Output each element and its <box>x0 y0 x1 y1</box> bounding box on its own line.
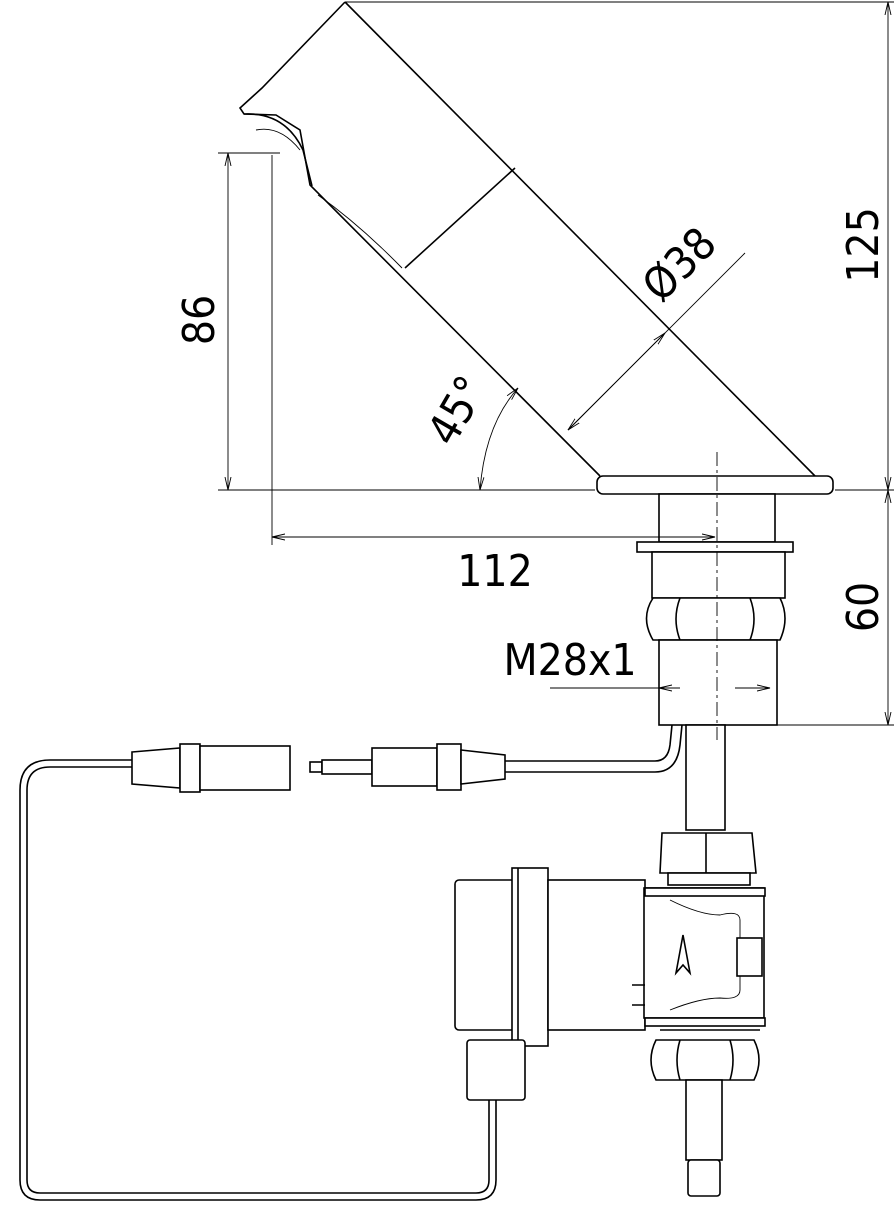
dim-projection: 112 <box>457 546 533 597</box>
sensor-cable <box>19 724 683 1201</box>
dim-height-outlet: 86 <box>174 295 225 345</box>
dimension-lines <box>218 1 894 726</box>
dim-angle: 45° <box>418 368 497 454</box>
mounting-base <box>596 475 834 831</box>
cable-connector-right <box>309 743 506 791</box>
spout <box>238 1 816 477</box>
dim-height-shank: 60 <box>838 582 889 632</box>
cable-connector-left <box>131 743 291 793</box>
dim-diameter: Ø38 <box>633 218 727 312</box>
dim-thread: M28x1 <box>503 635 636 686</box>
dim-height-total: 125 <box>838 207 889 283</box>
solenoid-valve <box>454 832 766 1197</box>
